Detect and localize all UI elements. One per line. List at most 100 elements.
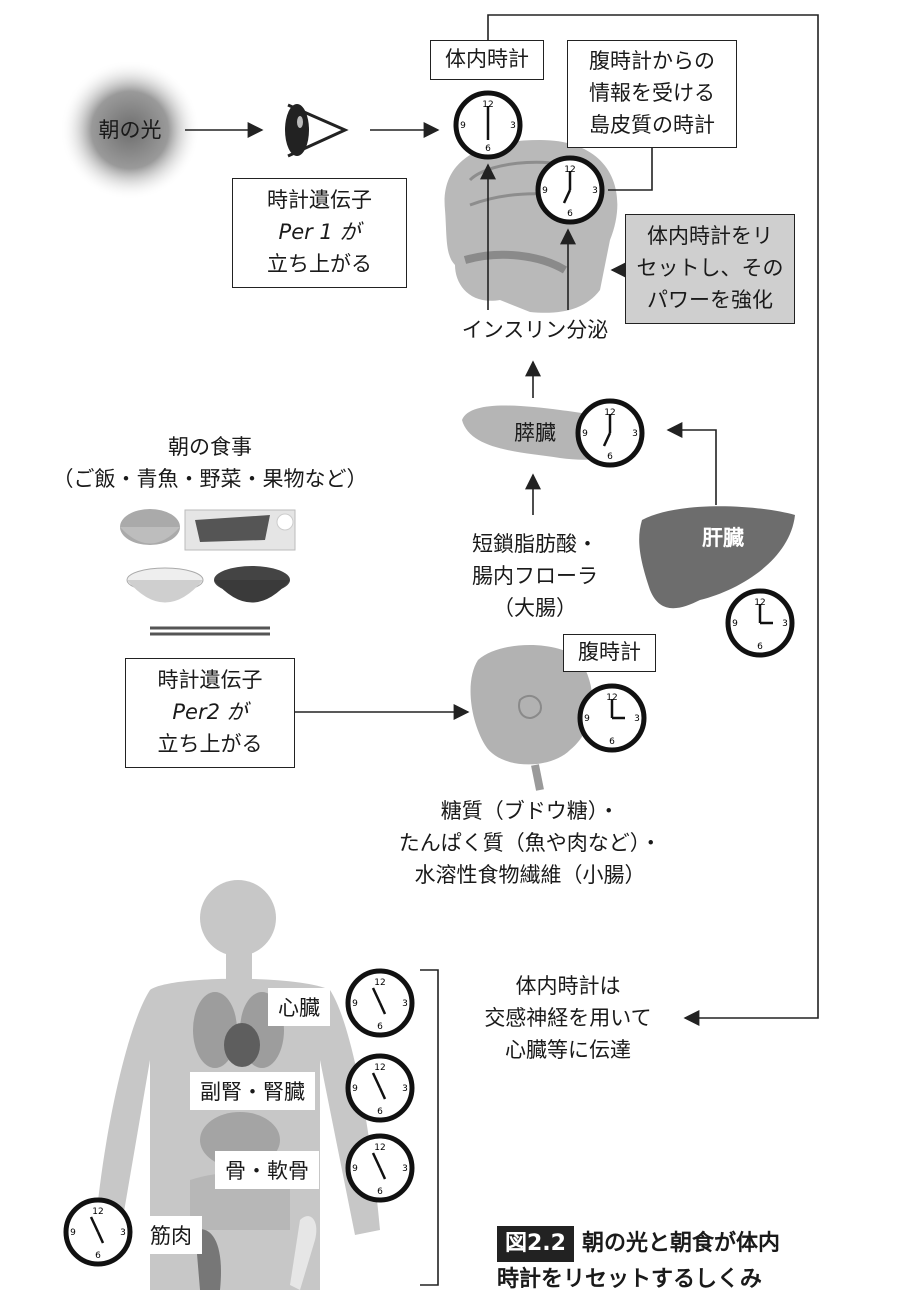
insula-line-3: 島皮質の時計 — [589, 113, 715, 137]
insula-line-1: 腹時計からの — [589, 49, 715, 73]
scfa-line-3: （大腸） — [493, 596, 577, 620]
insula-clock-box: 腹時計からの 情報を受ける 島皮質の時計 — [567, 40, 737, 148]
per1-line-2: Per 1 が — [278, 220, 361, 244]
svg-text:6: 6 — [377, 1107, 383, 1117]
svg-text:6: 6 — [95, 1251, 101, 1261]
nutrients-text: 糖質（ブドウ糖）・ たんぱく質（魚や肉など）・ 水溶性食物繊維（小腸） — [370, 795, 690, 891]
muscle-label: 筋肉 — [140, 1216, 202, 1254]
svg-text:12: 12 — [754, 598, 765, 608]
nutrients-line-3: 水溶性食物繊維（小腸） — [414, 863, 646, 887]
svg-text:12: 12 — [374, 1143, 385, 1153]
breakfast-title: 朝の食事 — [168, 435, 252, 459]
breakfast-illustration — [120, 509, 296, 636]
morning-light-label: 朝の光 — [98, 118, 162, 142]
svg-text:9: 9 — [352, 1084, 358, 1094]
svg-text:12: 12 — [604, 408, 615, 418]
svg-text:6: 6 — [485, 144, 491, 154]
svg-text:9: 9 — [352, 999, 358, 1009]
svg-text:9: 9 — [582, 429, 588, 439]
reset-line-1: 体内時計をリ — [647, 224, 773, 248]
svg-text:12: 12 — [374, 1063, 385, 1073]
svg-text:6: 6 — [607, 452, 613, 462]
gut-clock-label: 腹時計 — [563, 634, 656, 672]
svg-text:6: 6 — [757, 642, 763, 652]
reset-line-2: セットし、その — [636, 256, 784, 280]
svg-text:9: 9 — [352, 1164, 358, 1174]
svg-text:3: 3 — [402, 1164, 408, 1174]
scfa-line-2: 腸内フローラ — [472, 564, 598, 588]
clock-icon-bone: 12 3 6 9 — [345, 1133, 415, 1203]
per2-box: 時計遺伝子 Per2 が 立ち上がる — [125, 658, 295, 768]
bone-label: 骨・軟骨 — [215, 1151, 319, 1189]
svg-text:9: 9 — [584, 714, 590, 724]
svg-text:6: 6 — [609, 737, 615, 747]
svg-text:9: 9 — [732, 619, 738, 629]
nutrients-line-2: たんぱく質（魚や肉など）・ — [398, 831, 662, 855]
gut-clock-text: 腹時計 — [578, 640, 641, 664]
sympathetic-line-3: 心臓等に伝達 — [505, 1038, 631, 1062]
svg-text:3: 3 — [634, 714, 640, 724]
liver-illustration — [639, 506, 795, 609]
svg-text:12: 12 — [482, 100, 493, 110]
figure-caption: 図2.2 朝の光と朝食が体内 時計をリセットするしくみ — [497, 1226, 780, 1298]
svg-text:6: 6 — [377, 1022, 383, 1032]
body-clock-label: 体内時計 — [430, 40, 544, 80]
sympathetic-text: 体内時計は 交感神経を用いて 心臓等に伝達 — [468, 970, 668, 1066]
svg-text:6: 6 — [567, 209, 573, 219]
svg-text:12: 12 — [564, 165, 575, 175]
clock-icon-liver: 12 3 6 9 — [725, 588, 795, 658]
breakfast-items: （ご飯・青魚・野菜・果物など） — [52, 467, 368, 491]
per2-line-1: 時計遺伝子 — [157, 668, 263, 692]
intestines-illustration — [470, 645, 593, 791]
scfa-text: 短鎖脂肪酸・ 腸内フローラ （大腸） — [440, 528, 630, 624]
clock-icon-adrenal: 12 3 6 9 — [345, 1053, 415, 1123]
clock-icon-heart: 12 3 6 9 — [345, 968, 415, 1038]
svg-text:9: 9 — [460, 121, 466, 131]
svg-text:3: 3 — [510, 121, 516, 131]
insula-line-2: 情報を受ける — [589, 81, 715, 105]
breakfast-text: 朝の食事 （ご飯・青魚・野菜・果物など） — [20, 431, 400, 495]
per1-line-3: 立ち上がる — [267, 252, 372, 276]
caption-line-2: 時計をリセットするしくみ — [497, 1267, 762, 1292]
scfa-line-1: 短鎖脂肪酸・ — [472, 532, 598, 556]
sympathetic-line-1: 体内時計は — [515, 974, 621, 998]
svg-text:3: 3 — [402, 999, 408, 1009]
svg-text:3: 3 — [402, 1084, 408, 1094]
svg-text:3: 3 — [782, 619, 788, 629]
clock-icon-insula: 12 3 6 9 — [535, 155, 605, 225]
clock-icon-muscle: 12 3 6 9 — [63, 1197, 133, 1267]
caption-line-1: 朝の光と朝食が体内 — [581, 1231, 780, 1256]
eye-icon — [285, 103, 349, 158]
per1-line-1: 時計遺伝子 — [267, 188, 372, 212]
sun-glow — [60, 60, 200, 200]
clock-icon-brain: 12 3 6 9 — [453, 90, 523, 160]
svg-text:12: 12 — [606, 693, 617, 703]
svg-text:9: 9 — [70, 1228, 76, 1238]
clock-icon-pancreas: 12 3 6 9 — [575, 398, 645, 468]
per1-box: 時計遺伝子 Per 1 が 立ち上がる — [232, 178, 407, 288]
clock-icon-gut: 12 3 6 9 — [577, 683, 647, 753]
svg-text:9: 9 — [542, 186, 548, 196]
svg-text:12: 12 — [374, 978, 385, 988]
arrows — [185, 14, 819, 1286]
svg-text:6: 6 — [377, 1187, 383, 1197]
figure-number: 図2.2 — [497, 1226, 574, 1262]
heart-label: 心臓 — [268, 988, 330, 1026]
adrenal-kidney-label: 副腎・腎臓 — [190, 1072, 315, 1110]
svg-text:3: 3 — [120, 1228, 126, 1238]
reset-box: 体内時計をリ セットし、その パワーを強化 — [625, 214, 795, 324]
pancreas-label: 膵臓 — [514, 421, 556, 445]
liver-label: 肝臓 — [702, 526, 744, 550]
svg-text:12: 12 — [92, 1207, 103, 1217]
nutrients-line-1: 糖質（ブドウ糖）・ — [440, 799, 620, 823]
sympathetic-line-2: 交感神経を用いて — [484, 1006, 652, 1030]
svg-text:3: 3 — [632, 429, 638, 439]
svg-text:3: 3 — [592, 186, 598, 196]
per2-line-2: Per2 が — [172, 700, 248, 724]
per2-line-3: 立ち上がる — [157, 732, 263, 756]
reset-line-3: パワーを強化 — [647, 288, 773, 312]
insulin-label: インスリン分泌 — [461, 318, 609, 342]
body-clock-text: 体内時計 — [445, 47, 529, 71]
body-illustration — [95, 880, 380, 1290]
